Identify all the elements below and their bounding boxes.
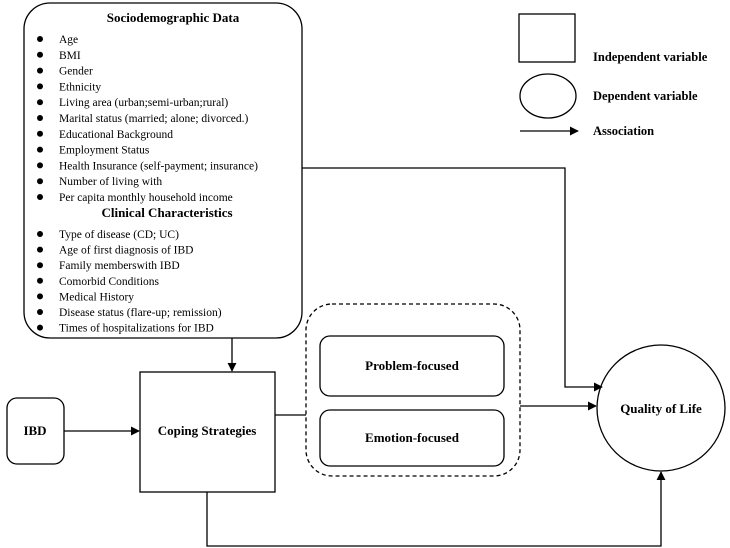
sociodemographic-bullet xyxy=(37,83,43,90)
quality-of-life-ellipse xyxy=(596,344,726,472)
quality-of-life-label: Quality of Life xyxy=(620,401,702,416)
clinical-item: Medical History xyxy=(59,291,134,303)
emotion-focused-box xyxy=(319,409,505,467)
sociodemographic-bullet xyxy=(37,146,43,153)
sociodemographic-item: Marital status (married; alone; divorced… xyxy=(59,113,249,125)
clinical-item: Type of disease (CD; UC) xyxy=(59,229,179,241)
clinical-bullet xyxy=(37,324,43,331)
sociodemographic-item: Employment Status xyxy=(59,145,150,157)
legend-rectangle xyxy=(518,13,576,63)
sociodemographic-item: Number of living with xyxy=(59,176,162,188)
sociodemographic-bullet xyxy=(37,194,43,200)
sociodemographic-item: Age xyxy=(59,34,78,46)
legend-independent-label: Independent variable xyxy=(593,50,708,64)
clinical-item: Disease status (flare-up; remission) xyxy=(59,307,222,319)
legend-ellipse xyxy=(519,73,577,119)
coping-to-qol-arrow xyxy=(206,471,666,547)
problem-focused-label: Problem-focused xyxy=(365,358,459,373)
sociodemographic-item: Health Insurance (self-payment; insuranc… xyxy=(59,160,258,172)
coping-strategies-label: Coping Strategies xyxy=(158,423,257,438)
sociodemographic-item: Living area (urban;semi-urban;rural) xyxy=(59,97,228,109)
sociodemographic-bullet xyxy=(37,178,43,185)
legend-association-label: Association xyxy=(593,124,654,138)
ibd-label: IBD xyxy=(23,423,46,438)
sociodemographic-item: Ethnicity xyxy=(59,81,101,93)
sociodemographic-bullet xyxy=(37,67,43,74)
clinical-list: Type of disease (CD; UC) Age of first dia… xyxy=(37,229,222,335)
emotion-focused-label: Emotion-focused xyxy=(365,430,460,445)
clinical-item: Age of first diagnosis of IBD xyxy=(59,245,193,257)
covariates-to-qol-arrow xyxy=(302,167,603,392)
sociodemographic-bullet xyxy=(37,115,43,121)
clinical-item: Family memberswith IBD xyxy=(59,260,180,272)
sociodemographic-bullet xyxy=(37,36,43,42)
clinical-title: Clinical Characteristics xyxy=(101,205,232,220)
clinical-bullet xyxy=(37,231,43,237)
clinical-bullet xyxy=(37,277,43,284)
clinical-bullet xyxy=(37,309,43,315)
sociodemographic-item: Per capita monthly household income xyxy=(59,192,233,204)
problem-focused-box xyxy=(319,335,505,397)
clinical-bullet xyxy=(37,293,43,300)
legend-dependent-label: Dependent variable xyxy=(593,89,698,103)
sociodemographic-bullet xyxy=(37,99,43,106)
sociodemographic-item: Educational Background xyxy=(59,129,173,141)
covariates-box xyxy=(23,2,303,339)
sociodemographic-bullet xyxy=(37,130,43,137)
sociodemographic-item: BMI xyxy=(59,50,81,62)
sociodemographic-item: Gender xyxy=(59,66,93,78)
clinical-item: Comorbid Conditions xyxy=(59,276,160,288)
clinical-bullet xyxy=(37,262,43,269)
sociodemographic-title: Sociodemographic Data xyxy=(107,10,240,25)
sociodemographic-bullet xyxy=(37,51,43,58)
sociodemographic-bullet xyxy=(37,162,43,169)
coping-types-group xyxy=(305,303,521,477)
clinical-bullet xyxy=(37,246,43,253)
clinical-item: Times of hospitalizations for IBD xyxy=(59,323,214,335)
